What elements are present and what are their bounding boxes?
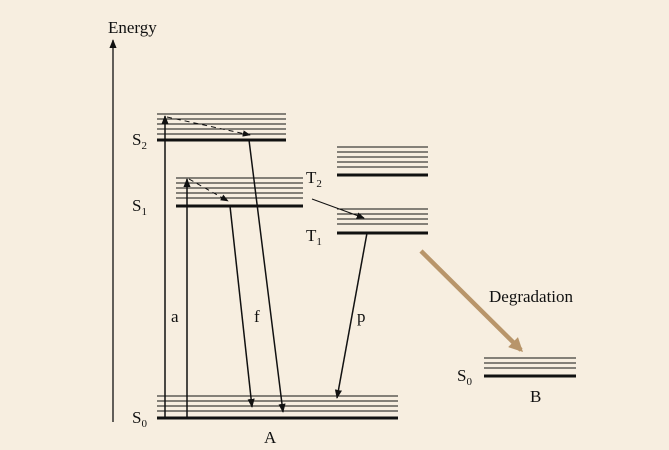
s2-label: S2 [132,130,147,152]
s2-level-group [157,113,286,142]
s0b-level-group [484,357,576,378]
t1-label: T1 [306,226,322,248]
absorption-label: a [171,307,179,326]
phosphorescence-arrow [334,232,368,399]
t1-level-group [337,208,428,235]
fluorescence-arrow-s2 [248,139,286,413]
energy-axis-label: Energy [108,18,157,37]
s0b-label: S0 [457,366,472,388]
internal-conversion-s1 [188,178,229,202]
s0-level-group [157,395,398,420]
fluorescence-label: f [254,307,260,326]
molecule-b-label: B [530,387,541,406]
internal-conversion-s2 [166,116,251,137]
s1-label: S1 [132,196,147,218]
molecule-a-label: A [264,428,277,447]
s0-label: S0 [132,408,147,430]
s1-level-group [176,177,303,208]
degradation-label: Degradation [489,287,574,306]
fluorescence-arrow-s1 [229,205,255,408]
intersystem-crossing-arrow [311,198,365,219]
t2-label: T2 [306,168,322,190]
degradation-arrow [419,249,523,352]
phosphorescence-label: p [357,307,366,326]
t2-level-group [337,146,428,177]
